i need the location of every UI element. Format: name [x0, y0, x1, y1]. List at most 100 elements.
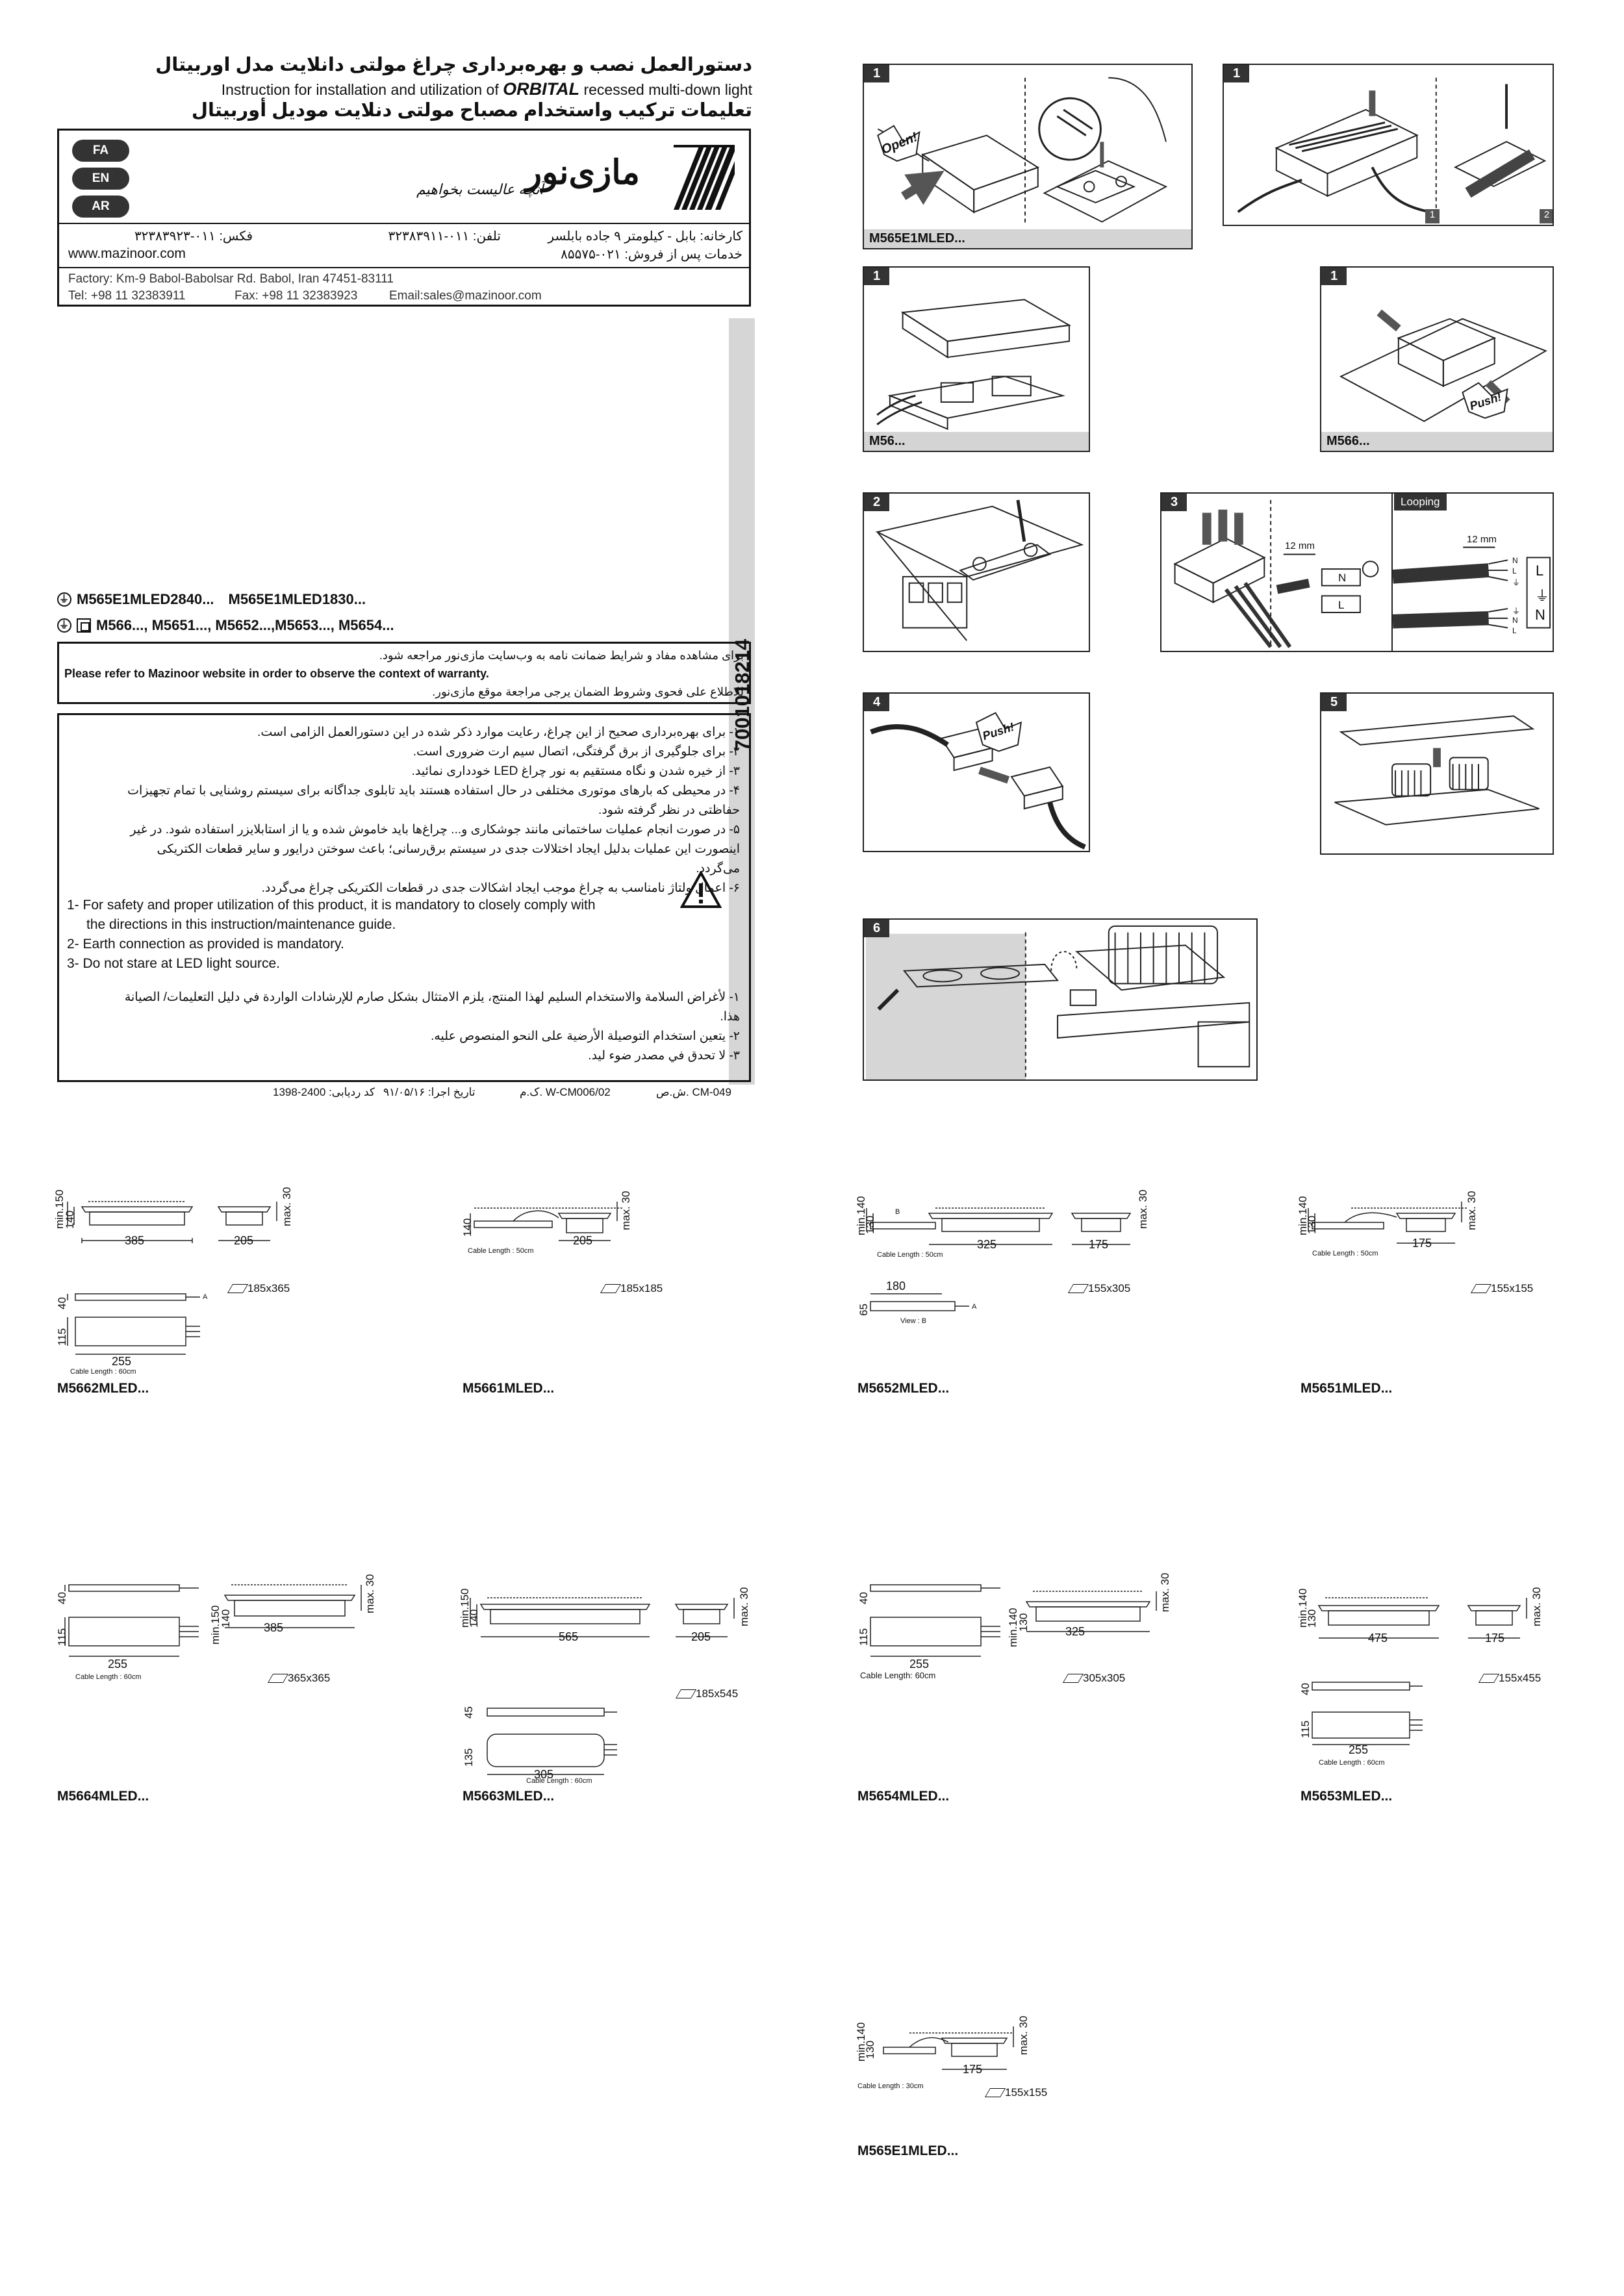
cable-length: Cable Length : 60cm: [1319, 1759, 1385, 1767]
model-name: M5654MLED...: [857, 1789, 950, 1804]
safety-item: ۶- اعمال ولتاژ نامناسب به چراغ موجب ایجا…: [261, 881, 740, 895]
title-en-prefix: Instruction for installation and utiliza…: [221, 81, 499, 98]
dim-label: 205: [234, 1234, 254, 1247]
doc-code: ش.ص. CM-049: [656, 1086, 731, 1098]
cutout-icon: [267, 1674, 289, 1683]
title-english: Instruction for installation and utiliza…: [57, 79, 752, 99]
safety-item: 3- Do not stare at LED light source.: [67, 956, 280, 971]
factory-address-farsi: کارخانه: بابل - کیلومتر ۹ جاده بابلسر: [548, 229, 742, 244]
dim-label: 475: [1368, 1632, 1388, 1645]
title-farsi: دستورالعمل نصب و بهره‌برداری چراغ مولتی …: [155, 55, 752, 75]
dim-label: 255: [1349, 1743, 1369, 1756]
logo-slogan: آنچه عالیست بخواهیم: [416, 181, 544, 197]
model-name: M5661MLED...: [463, 1381, 555, 1396]
dim-label: 115: [56, 1628, 68, 1646]
cable-length: Cable Length : 60cm: [70, 1368, 136, 1376]
step-number: 5: [1321, 694, 1347, 711]
cutout-icon: [1478, 1674, 1500, 1683]
cable-length: Cable Length : 50cm: [1312, 1250, 1378, 1257]
language-badge-en[interactable]: EN: [72, 168, 129, 190]
terminal-label: ⏚: [1512, 578, 1521, 587]
strip-length: 12 mm: [1285, 540, 1315, 551]
dim-label: 565: [559, 1630, 579, 1643]
km-code: ک.م. W-CM006/02: [520, 1086, 611, 1098]
luminaire-profile-drawing: [470, 1597, 735, 1775]
language-badge-ar[interactable]: AR: [72, 196, 129, 218]
ceiling-cutout: 305x305: [1062, 1672, 1126, 1685]
model-name: M5651MLED...: [1300, 1381, 1393, 1396]
ceiling-cutout: 155x155: [1470, 1282, 1534, 1295]
sub-step-tag: 2: [1540, 209, 1553, 223]
dimension-drawing-m5663: min.150 140 565 205 max. 30 45 135 305 C…: [459, 1578, 767, 1786]
step-caption: M565E1MLED...: [864, 229, 1191, 248]
model-code: M565E1MLED2840...: [77, 591, 214, 607]
dimension-drawing-m5654: 40 115 255 min.140 130 325 max. 30 Cable…: [857, 1565, 1195, 1721]
dim-label: 115: [857, 1628, 870, 1646]
dim-label: 180: [886, 1280, 906, 1293]
cutout-size: 185x365: [247, 1282, 290, 1294]
phone-farsi: تلفن: ۰۱۱-۳۲۳۸۳۹۱۱: [388, 229, 501, 244]
cutout-size: 155x155: [1491, 1282, 1534, 1294]
step-panel-frame-screw: 6: [863, 918, 1258, 1081]
divider: [59, 267, 749, 268]
dim-label: max. 30: [1159, 1572, 1171, 1612]
safety-item: ۲- يتعين استخدام التوصيلة الأرضية على ال…: [431, 1029, 740, 1043]
dim-label: max. 30: [1530, 1587, 1543, 1626]
luminaire-profile-drawing: [67, 1201, 277, 1355]
model-code: M565E1MLED1830...: [228, 591, 366, 607]
dim-label: 305: [534, 1768, 554, 1781]
dim-label: max. 30: [1137, 1189, 1149, 1229]
dimension-drawing-m5651: min.140 130 175 max. 30 Cable Length : 5…: [1297, 1182, 1572, 1312]
sub-step-tag: 1: [1425, 209, 1440, 223]
title-en-brand: ORBITAL: [503, 79, 580, 99]
cable-length: Cable Length: 60cm: [860, 1671, 936, 1680]
step-panel-open-driver: 1 Open! M565E1MLED...: [863, 64, 1193, 249]
website-link[interactable]: www.mazinoor.com: [68, 246, 186, 261]
luminaire-profile-drawing: [883, 2026, 1014, 2070]
dim-label: max. 30: [738, 1587, 750, 1626]
cutout-size: 365x365: [288, 1672, 331, 1684]
company-info-box: FA EN AR مازی‌نور آنچه عالیست بخواهیم فک…: [57, 129, 751, 307]
terminal-label: ⏚: [1512, 607, 1521, 616]
model-code-list: M566..., M5651..., M5652...,M5653..., M5…: [96, 617, 394, 633]
view-label: View : B: [900, 1317, 927, 1325]
safety-item: ۳- از خیره شدن و نگاه مستقیم به نور چراغ…: [411, 764, 740, 778]
model-name: M5663MLED...: [463, 1789, 555, 1804]
model-name: M5662MLED...: [57, 1381, 149, 1396]
terminal-label: N: [1512, 556, 1518, 565]
dim-label: 205: [573, 1234, 593, 1247]
safety-item: 2- Earth connection as provided is manda…: [67, 937, 344, 952]
dim-label: 385: [264, 1621, 284, 1634]
cable-length: Cable Length : 30cm: [857, 2082, 924, 2090]
terminal-label: N: [1338, 572, 1347, 584]
dim-label: 325: [977, 1238, 997, 1251]
dim-label: 385: [125, 1234, 145, 1247]
warranty-arabic: للاطلاع على فحوى وشروط الضمان يرجى مراجع…: [432, 685, 744, 698]
looping-wiring-illustration: [1393, 546, 1551, 629]
cutout-icon: [1470, 1284, 1492, 1293]
cutout-icon: [600, 1284, 622, 1293]
cutout-size: 305x305: [1083, 1672, 1126, 1684]
safety-item-continued: the directions in this instruction/maint…: [86, 917, 396, 932]
execution-date: تاریخ اجرا: ۹۱/۰۵/۱۶: [383, 1086, 476, 1098]
after-sales-service-farsi: خدمات پس از فروش: ۰۲۱-۸۵۵۷۵: [561, 247, 742, 262]
language-badge-fa[interactable]: FA: [72, 140, 129, 162]
model-name: M565E1MLED...: [857, 2143, 959, 2158]
dim-label: 175: [1412, 1237, 1432, 1250]
step-panel-looping: Looping 12 mm N L ⏚ ⏚ N L L ⏚ N: [1391, 492, 1554, 652]
step-panel-module-removal: 5: [1320, 692, 1554, 855]
safety-item: ۱- برای بهره‌برداری صحیح از این چراغ، رع…: [257, 725, 740, 739]
earth-symbol-icon: [57, 592, 71, 607]
email-link[interactable]: Email:sales@mazinoor.com: [389, 289, 542, 303]
dim-label: 40: [857, 1592, 870, 1604]
cable-length: Cable Length : 50cm: [468, 1247, 534, 1255]
step-panel-cable-clamp: 1 1 2: [1223, 64, 1554, 226]
model-line-class2: M566..., M5651..., M5652...,M5653..., M5…: [57, 617, 394, 634]
cutout-size: 155x305: [1088, 1282, 1131, 1294]
cable-clamp-illustration: [1237, 77, 1547, 219]
dimension-drawing-m5652: min.140 130 325 175 max. 30 180 65 Cable…: [855, 1182, 1169, 1344]
m56-driver-illustration: [876, 299, 1072, 430]
arrow-view-label: B: [895, 1208, 900, 1216]
luminaire-profile-drawing: [870, 1584, 1157, 1657]
ceiling-cutout: 155x155: [984, 2086, 1047, 2099]
